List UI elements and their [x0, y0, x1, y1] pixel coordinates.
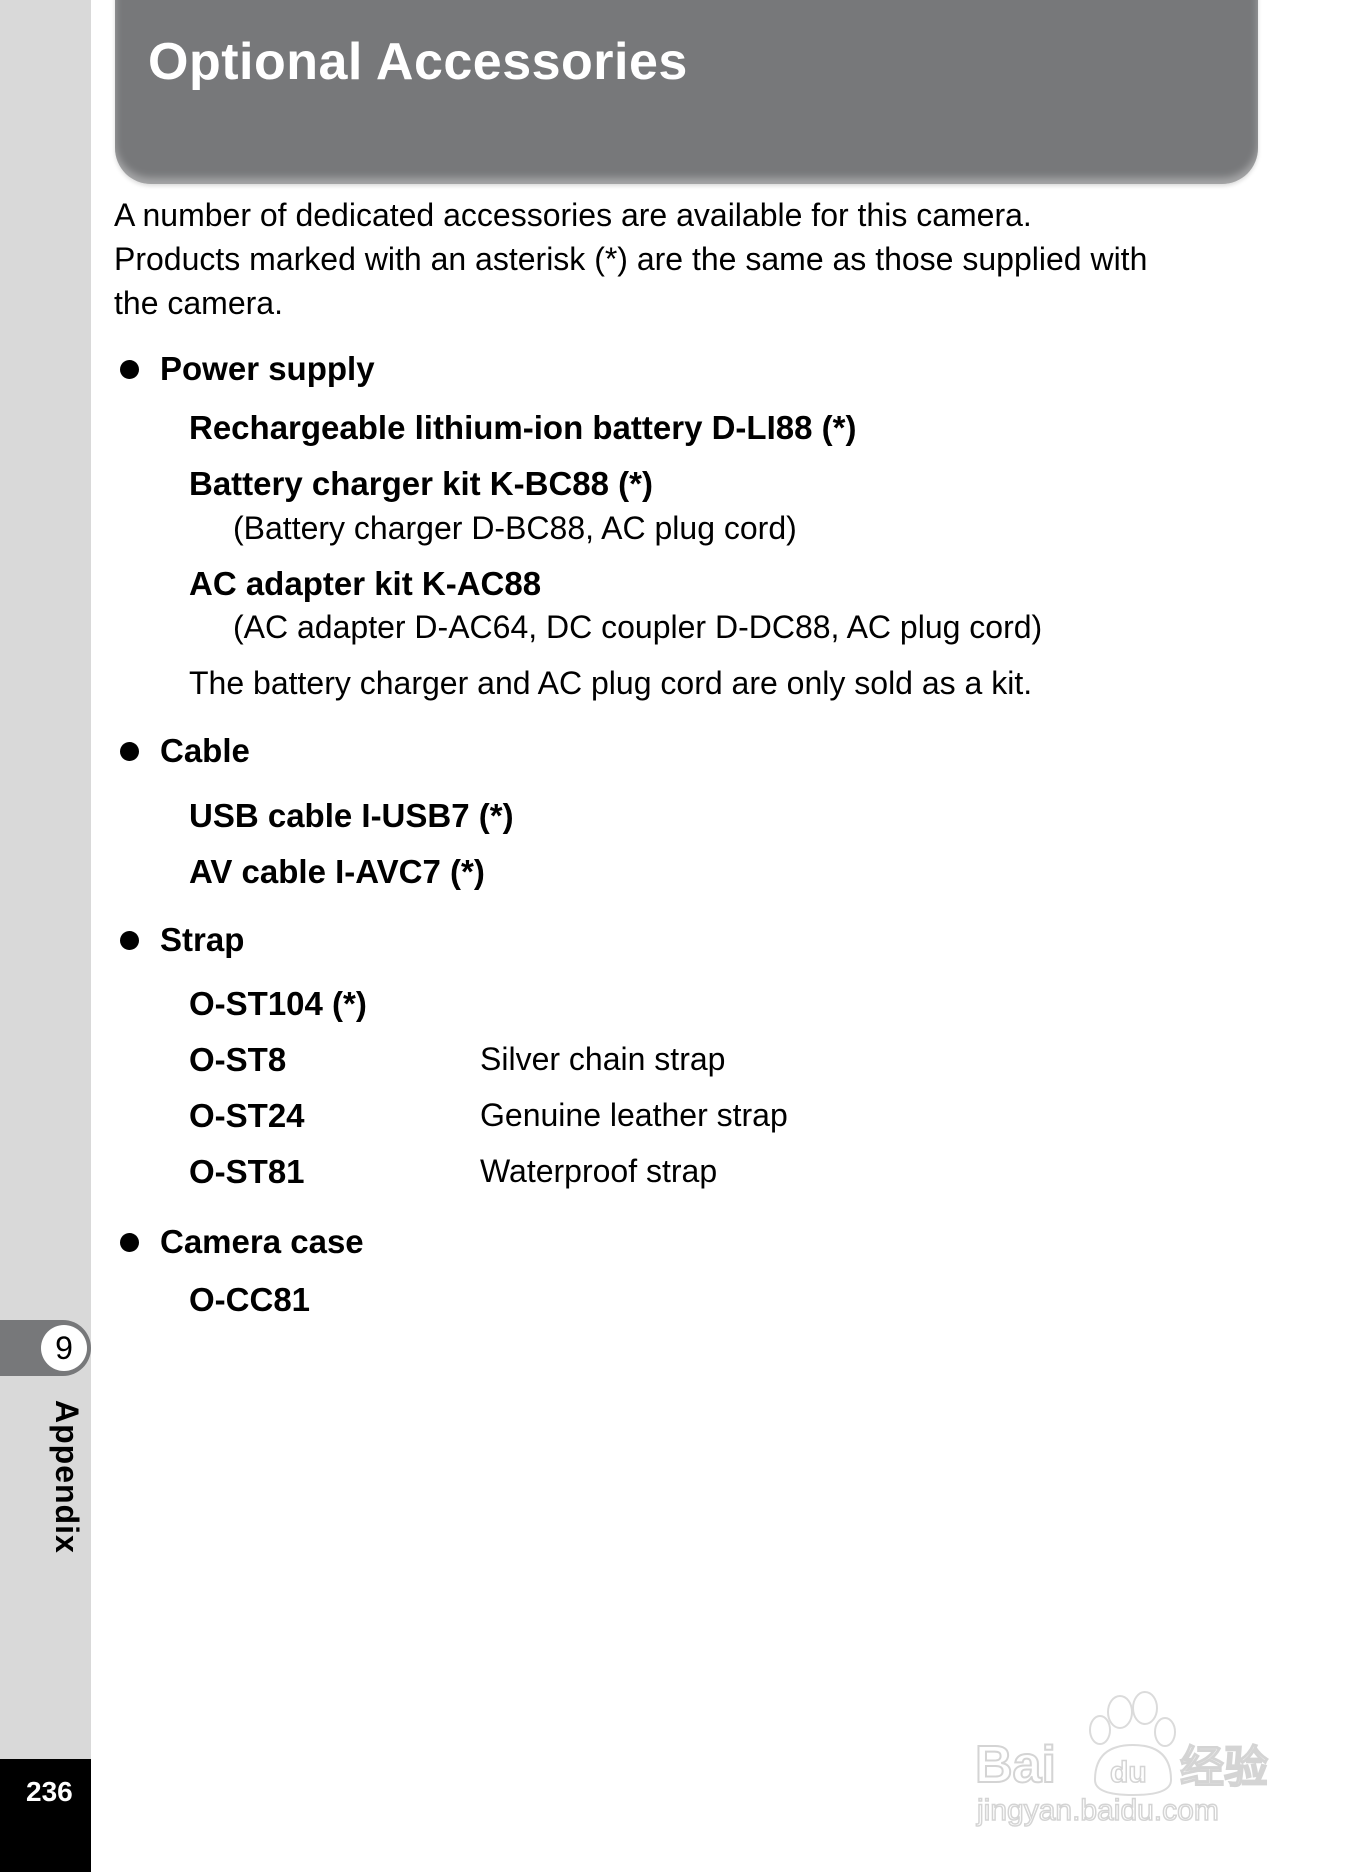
accessory-item: USB cable I-USB7 (*): [189, 797, 514, 834]
bullet-icon: [120, 930, 139, 950]
page-number-box: [0, 1759, 91, 1872]
accessory-item: Battery charger kit K-BC88 (*): [189, 465, 653, 502]
accessory-item: AV cable I-AVC7 (*): [189, 853, 485, 890]
paw-toe-icon: [1154, 1717, 1176, 1747]
accessory-item: O-CC81: [189, 1281, 311, 1318]
paw-toe-icon: [1107, 1695, 1133, 1729]
section-heading-cable: Cable: [120, 732, 250, 770]
strap-model: O-ST8: [189, 1041, 287, 1078]
paw-pad-icon: [1093, 1743, 1173, 1797]
intro-line: A number of dedicated accessories are av…: [114, 197, 1032, 233]
baidu-watermark: Bai du 经验 jingyan.baidu.com: [974, 1691, 1269, 1828]
title-banner: [115, 0, 1258, 184]
watermark-url: jingyan.baidu.com: [976, 1794, 1219, 1827]
accessory-detail: (AC adapter D-AC64, DC coupler D-DC88, A…: [233, 609, 1043, 645]
section-heading-strap: Strap: [120, 921, 244, 959]
intro-paragraph: A number of dedicated accessories are av…: [114, 193, 1264, 325]
page-number: 236: [26, 1776, 73, 1807]
strap-model: O-ST24: [189, 1097, 305, 1134]
intro-line: Products marked with an asterisk (*) are…: [114, 241, 1148, 277]
watermark-brand-left: Bai: [975, 1736, 1056, 1794]
power-supply-note: The battery charger and AC plug cord are…: [189, 665, 1033, 701]
intro-line: the camera.: [114, 285, 283, 321]
section-heading-power-supply: Power supply: [120, 350, 375, 388]
paw-toe-icon: [1089, 1715, 1111, 1745]
chapter-number-badge: 9: [41, 1325, 87, 1371]
section-heading-label: Camera case: [160, 1223, 364, 1260]
accessory-detail: (Battery charger D-BC88, AC plug cord): [233, 510, 797, 546]
paw-toe-icon: [1132, 1691, 1158, 1725]
watermark-brand-du: du: [1110, 1756, 1147, 1789]
strap-model: O-ST104 (*): [189, 985, 367, 1022]
accessory-item: Rechargeable lithium-ion battery D-LI88 …: [189, 409, 857, 446]
bullet-icon: [120, 359, 139, 379]
chapter-sidebar: [0, 0, 91, 1872]
section-heading-camera-case: Camera case: [120, 1223, 364, 1261]
page-title: Optional Accessories: [148, 33, 688, 91]
section-heading-label: Cable: [160, 732, 250, 769]
bullet-icon: [120, 1232, 139, 1252]
accessory-item: AC adapter kit K-AC88: [189, 565, 542, 602]
section-heading-label: Power supply: [160, 350, 375, 387]
strap-description: Waterproof strap: [480, 1153, 718, 1189]
watermark-brand-cn: 经验: [1180, 1742, 1268, 1793]
section-heading-label: Strap: [160, 921, 245, 958]
bullet-icon: [120, 741, 139, 761]
strap-description: Genuine leather strap: [480, 1097, 788, 1133]
chapter-label: Appendix: [49, 1400, 85, 1554]
strap-model: O-ST81: [189, 1153, 305, 1190]
strap-description: Silver chain strap: [480, 1041, 726, 1077]
